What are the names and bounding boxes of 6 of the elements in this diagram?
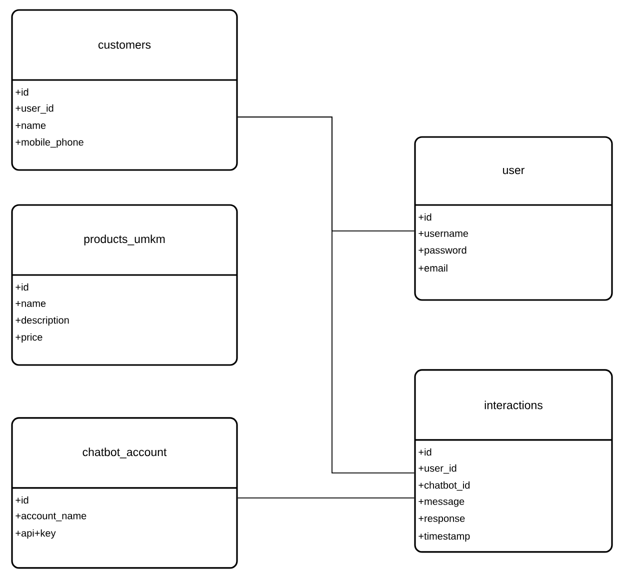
table-box: interactions +id +user_id +chatbot_id +message +response +timestamp xyxy=(414,369,613,553)
table-box: customers +id +user_id +name +mobile_phone xyxy=(11,9,238,171)
table-box: products_umkm +id +name +description +price xyxy=(11,204,238,366)
table-box: chatbot_account +id +account_name +api+key xyxy=(11,417,238,569)
table-box: user +id +username +password +email xyxy=(414,136,613,301)
connector-line xyxy=(237,116,415,474)
